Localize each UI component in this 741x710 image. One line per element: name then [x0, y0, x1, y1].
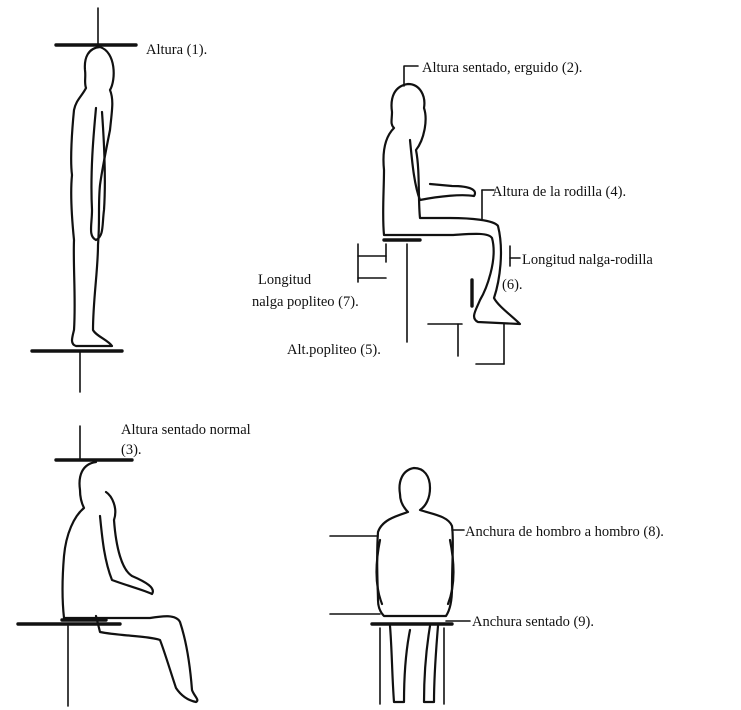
seated-normal-arm-outline: [100, 492, 153, 594]
seated-upright-profile-figure: [358, 66, 520, 364]
seated-front-body-outline: [377, 468, 453, 616]
label-longitud-nalga-popliteo-line1: Longitud: [258, 272, 312, 288]
seated-normal-body-outline: [63, 462, 198, 702]
label-longitud-nalga-popliteo-line2: nalga popliteo (7).: [252, 294, 359, 310]
label-altura: Altura (1).: [146, 42, 207, 58]
label-alt-popliteo: Alt.popliteo (5).: [287, 342, 381, 358]
seated-upright-body-outline: [383, 84, 520, 324]
label-altura-sentado-normal-line1: Altura sentado normal: [121, 422, 251, 438]
label-altura-sentado-normal-line2: (3).: [121, 442, 142, 458]
label-longitud-nalga-rodilla-line1: Longitud nalga-rodilla: [522, 252, 653, 268]
seated-front-legs-outline: [390, 626, 438, 702]
seated-front-figure: [330, 468, 470, 704]
label-anchura-hombro: Anchura de hombro a hombro (8).: [465, 524, 664, 540]
label-longitud-nalga-rodilla-line2: (6).: [502, 277, 523, 293]
label-altura-rodilla: Altura de la rodilla (4).: [492, 184, 626, 200]
label-anchura-sentado: Anchura sentado (9).: [472, 614, 594, 630]
sitting-height-bracket: [404, 66, 418, 86]
seated-normal-profile-figure: [18, 426, 197, 706]
label-altura-sentado-erguido: Altura sentado, erguido (2).: [422, 60, 582, 76]
standing-profile-figure: [32, 8, 136, 392]
seated-front-arms-outline: [377, 540, 454, 604]
